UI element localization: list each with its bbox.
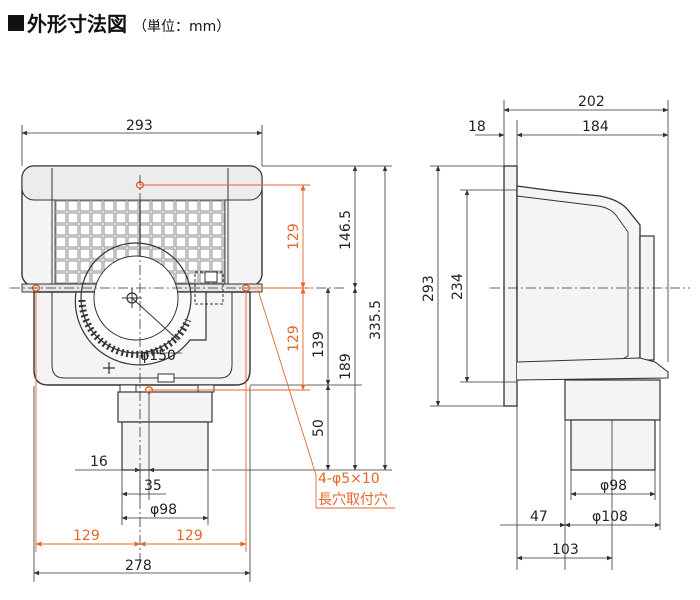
- drawing-title: 外形寸法図: [27, 12, 127, 36]
- dim-side-184: 184: [582, 119, 609, 135]
- dim-side-202: 202: [578, 94, 605, 110]
- hole-label: 長穴取付穴: [318, 492, 388, 508]
- dim-front-phi98: φ98: [150, 502, 177, 518]
- dim-front-vert-upper-129: 129: [286, 223, 302, 250]
- dim-side-293: 293: [421, 275, 437, 302]
- side-view: [490, 165, 690, 471]
- front-duct: [117, 391, 213, 423]
- dim-front-293: 293: [126, 118, 153, 134]
- unit-label: （単位：mm）: [133, 19, 230, 35]
- front-view: [10, 165, 345, 560]
- dim-front-189: 189: [338, 353, 354, 380]
- dim-front-146-5: 146.5: [338, 210, 354, 250]
- dim-front-35: 35: [144, 478, 162, 494]
- dim-front-335-5: 335.5: [368, 300, 384, 340]
- front-orange-dimensions: [35, 184, 395, 552]
- dim-front-16: 16: [90, 454, 108, 470]
- dim-side-234: 234: [450, 273, 466, 300]
- dim-side-18: 18: [468, 119, 486, 135]
- dim-front-right-129: 129: [176, 528, 203, 544]
- dim-front-50: 50: [311, 419, 327, 437]
- dim-front-left-129: 129: [73, 528, 100, 544]
- dim-side-103: 103: [552, 542, 579, 558]
- dim-side-47: 47: [530, 509, 548, 525]
- dim-front-phi150: φ150: [140, 348, 176, 364]
- dim-front-vert-lower-129: 129: [286, 325, 302, 352]
- side-body: [516, 185, 641, 381]
- dim-side-phi108: φ108: [592, 509, 628, 525]
- front-dimensions: [21, 125, 392, 582]
- side-dimensions: [430, 100, 669, 570]
- side-duct: [564, 379, 661, 421]
- dim-side-phi98: φ98: [600, 478, 627, 494]
- dim-front-278: 278: [125, 558, 152, 574]
- hole-spec: 4-φ5×10: [318, 471, 380, 487]
- title-square-marker: [8, 15, 24, 31]
- side-flange: [503, 165, 518, 407]
- dim-front-139: 139: [311, 331, 327, 358]
